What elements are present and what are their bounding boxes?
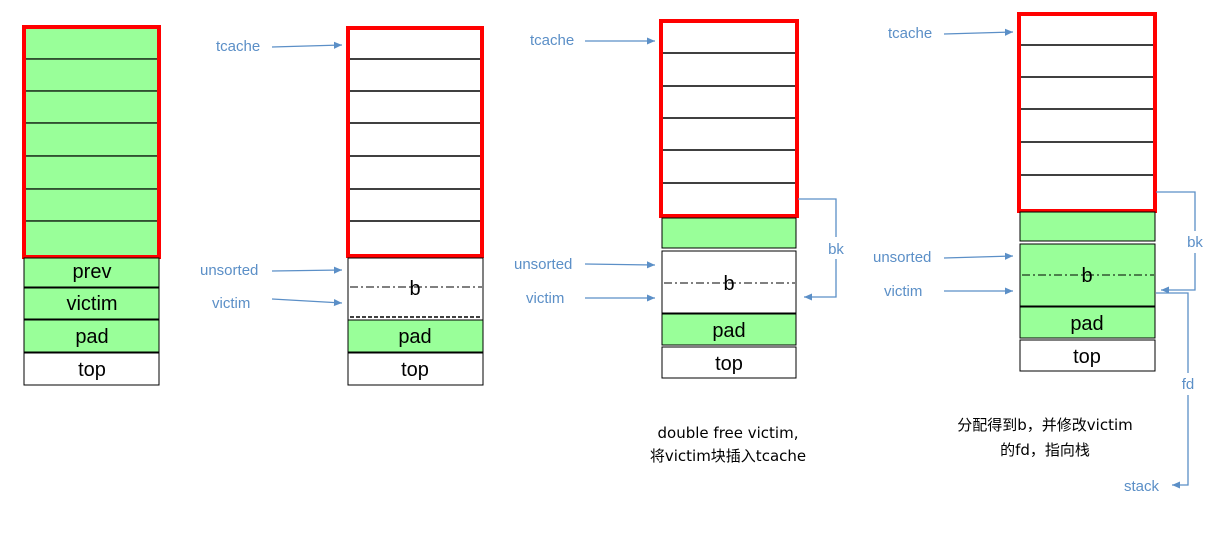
b-label: b [1081,265,1092,287]
tcache-pointer-label: tcache [530,32,574,49]
prev-chunk [23,257,160,288]
b-chunk [661,250,797,314]
top-chunk [661,346,797,379]
pad-chunk [347,319,484,353]
tcache-bin-stage4 [1017,12,1157,213]
unsorted-pointer-label: unsorted [873,249,931,266]
tcache-border [1017,12,1157,213]
unsorted-pointer-label: unsorted [514,256,572,273]
unsorted-arrow [943,252,1014,260]
victim-chunk-green [1019,211,1156,242]
top-label: top [1073,346,1101,368]
caption-line-1: 分配得到b，并修改victim [957,416,1132,434]
bk-label: bk [1187,234,1203,251]
tcache-bin-stage2 [346,26,484,258]
pad-label: pad [1070,313,1103,335]
top-chunk [1019,339,1156,372]
prev-label: prev [73,261,112,283]
victim-pointer-label: victim [212,295,250,312]
pad-chunk [1019,306,1156,339]
victim-chunk-green [661,217,797,249]
pad-chunk [661,313,797,346]
top-label: top [715,353,743,375]
tcache-border [22,25,161,259]
stack-label: stack [1124,478,1160,495]
victim-pointer-label: victim [526,290,564,307]
caption-line-1: double free victim, [658,424,799,442]
stage-3: b pad top tcache unsorted victim bk doub… [514,19,850,465]
victim-pointer-label: victim [884,283,922,300]
tcache-arrow [943,28,1014,36]
top-label: top [401,359,429,381]
stage-2: b pad top tcache unsorted victim [200,26,484,386]
tcache-pointer-label: tcache [888,25,932,42]
tcache-border [346,26,484,258]
pad-label: pad [75,326,108,348]
pad-label: pad [712,320,745,342]
pad-chunk [23,319,160,353]
bk-label: bk [828,241,844,258]
unsorted-pointer-label: unsorted [200,262,258,279]
unsorted-arrow [271,266,343,274]
top-label: top [78,359,106,381]
caption-line-2: 的fd，指向栈 [1000,441,1090,459]
tcache-bin-stage3 [659,19,799,218]
unsorted-arrow [584,261,656,269]
tcache-bin-stage1 [22,25,161,259]
stage-4: b pad top tcache unsorted victim bk fd s… [873,12,1210,495]
pad-label: pad [398,326,431,348]
fd-label: fd [1182,376,1195,393]
tcache-arrow [271,41,343,49]
b-label: b [409,278,420,300]
top-chunk [347,352,484,386]
top-chunk [23,352,160,386]
tcache-border [659,19,799,218]
victim-arrow [271,298,343,307]
caption-line-2: 将victim块插入tcache [650,447,806,465]
tcache-pointer-label: tcache [216,38,260,55]
victim-label: victim [66,293,117,315]
b-label: b [723,273,734,295]
stage-1: prev victim pad top [22,25,161,386]
victim-chunk [23,287,160,320]
